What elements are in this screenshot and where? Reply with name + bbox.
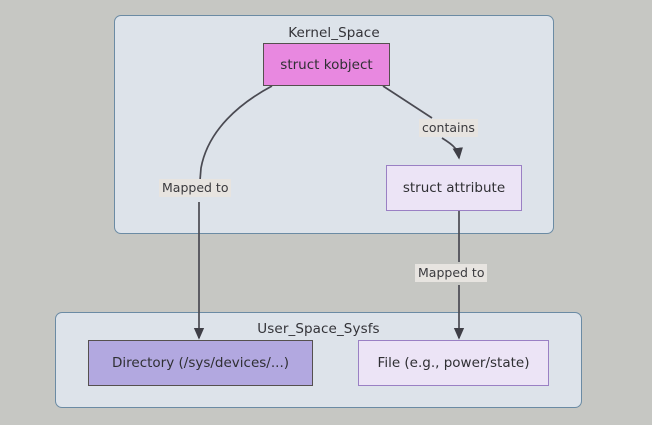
- cluster-user-space-sysfs-title: User_Space_Sysfs: [257, 321, 380, 337]
- edge-label-mapped-to-file: Mapped to: [415, 264, 488, 282]
- node-struct-kobject[interactable]: struct kobject: [263, 43, 390, 86]
- node-directory[interactable]: Directory (/sys/devices/...): [88, 340, 313, 386]
- edge-label-contains: contains: [419, 119, 478, 137]
- node-struct-attribute-label: struct attribute: [402, 180, 506, 196]
- node-file[interactable]: File (e.g., power/state): [358, 340, 549, 386]
- node-directory-label: Directory (/sys/devices/...): [112, 355, 289, 371]
- node-file-label: File (e.g., power/state): [377, 355, 530, 371]
- node-struct-attribute[interactable]: struct attribute: [386, 165, 522, 211]
- edge-label-mapped-to-directory: Mapped to: [159, 179, 232, 197]
- cluster-kernel-space-title: Kernel_Space: [288, 25, 380, 41]
- node-struct-kobject-label: struct kobject: [280, 56, 373, 73]
